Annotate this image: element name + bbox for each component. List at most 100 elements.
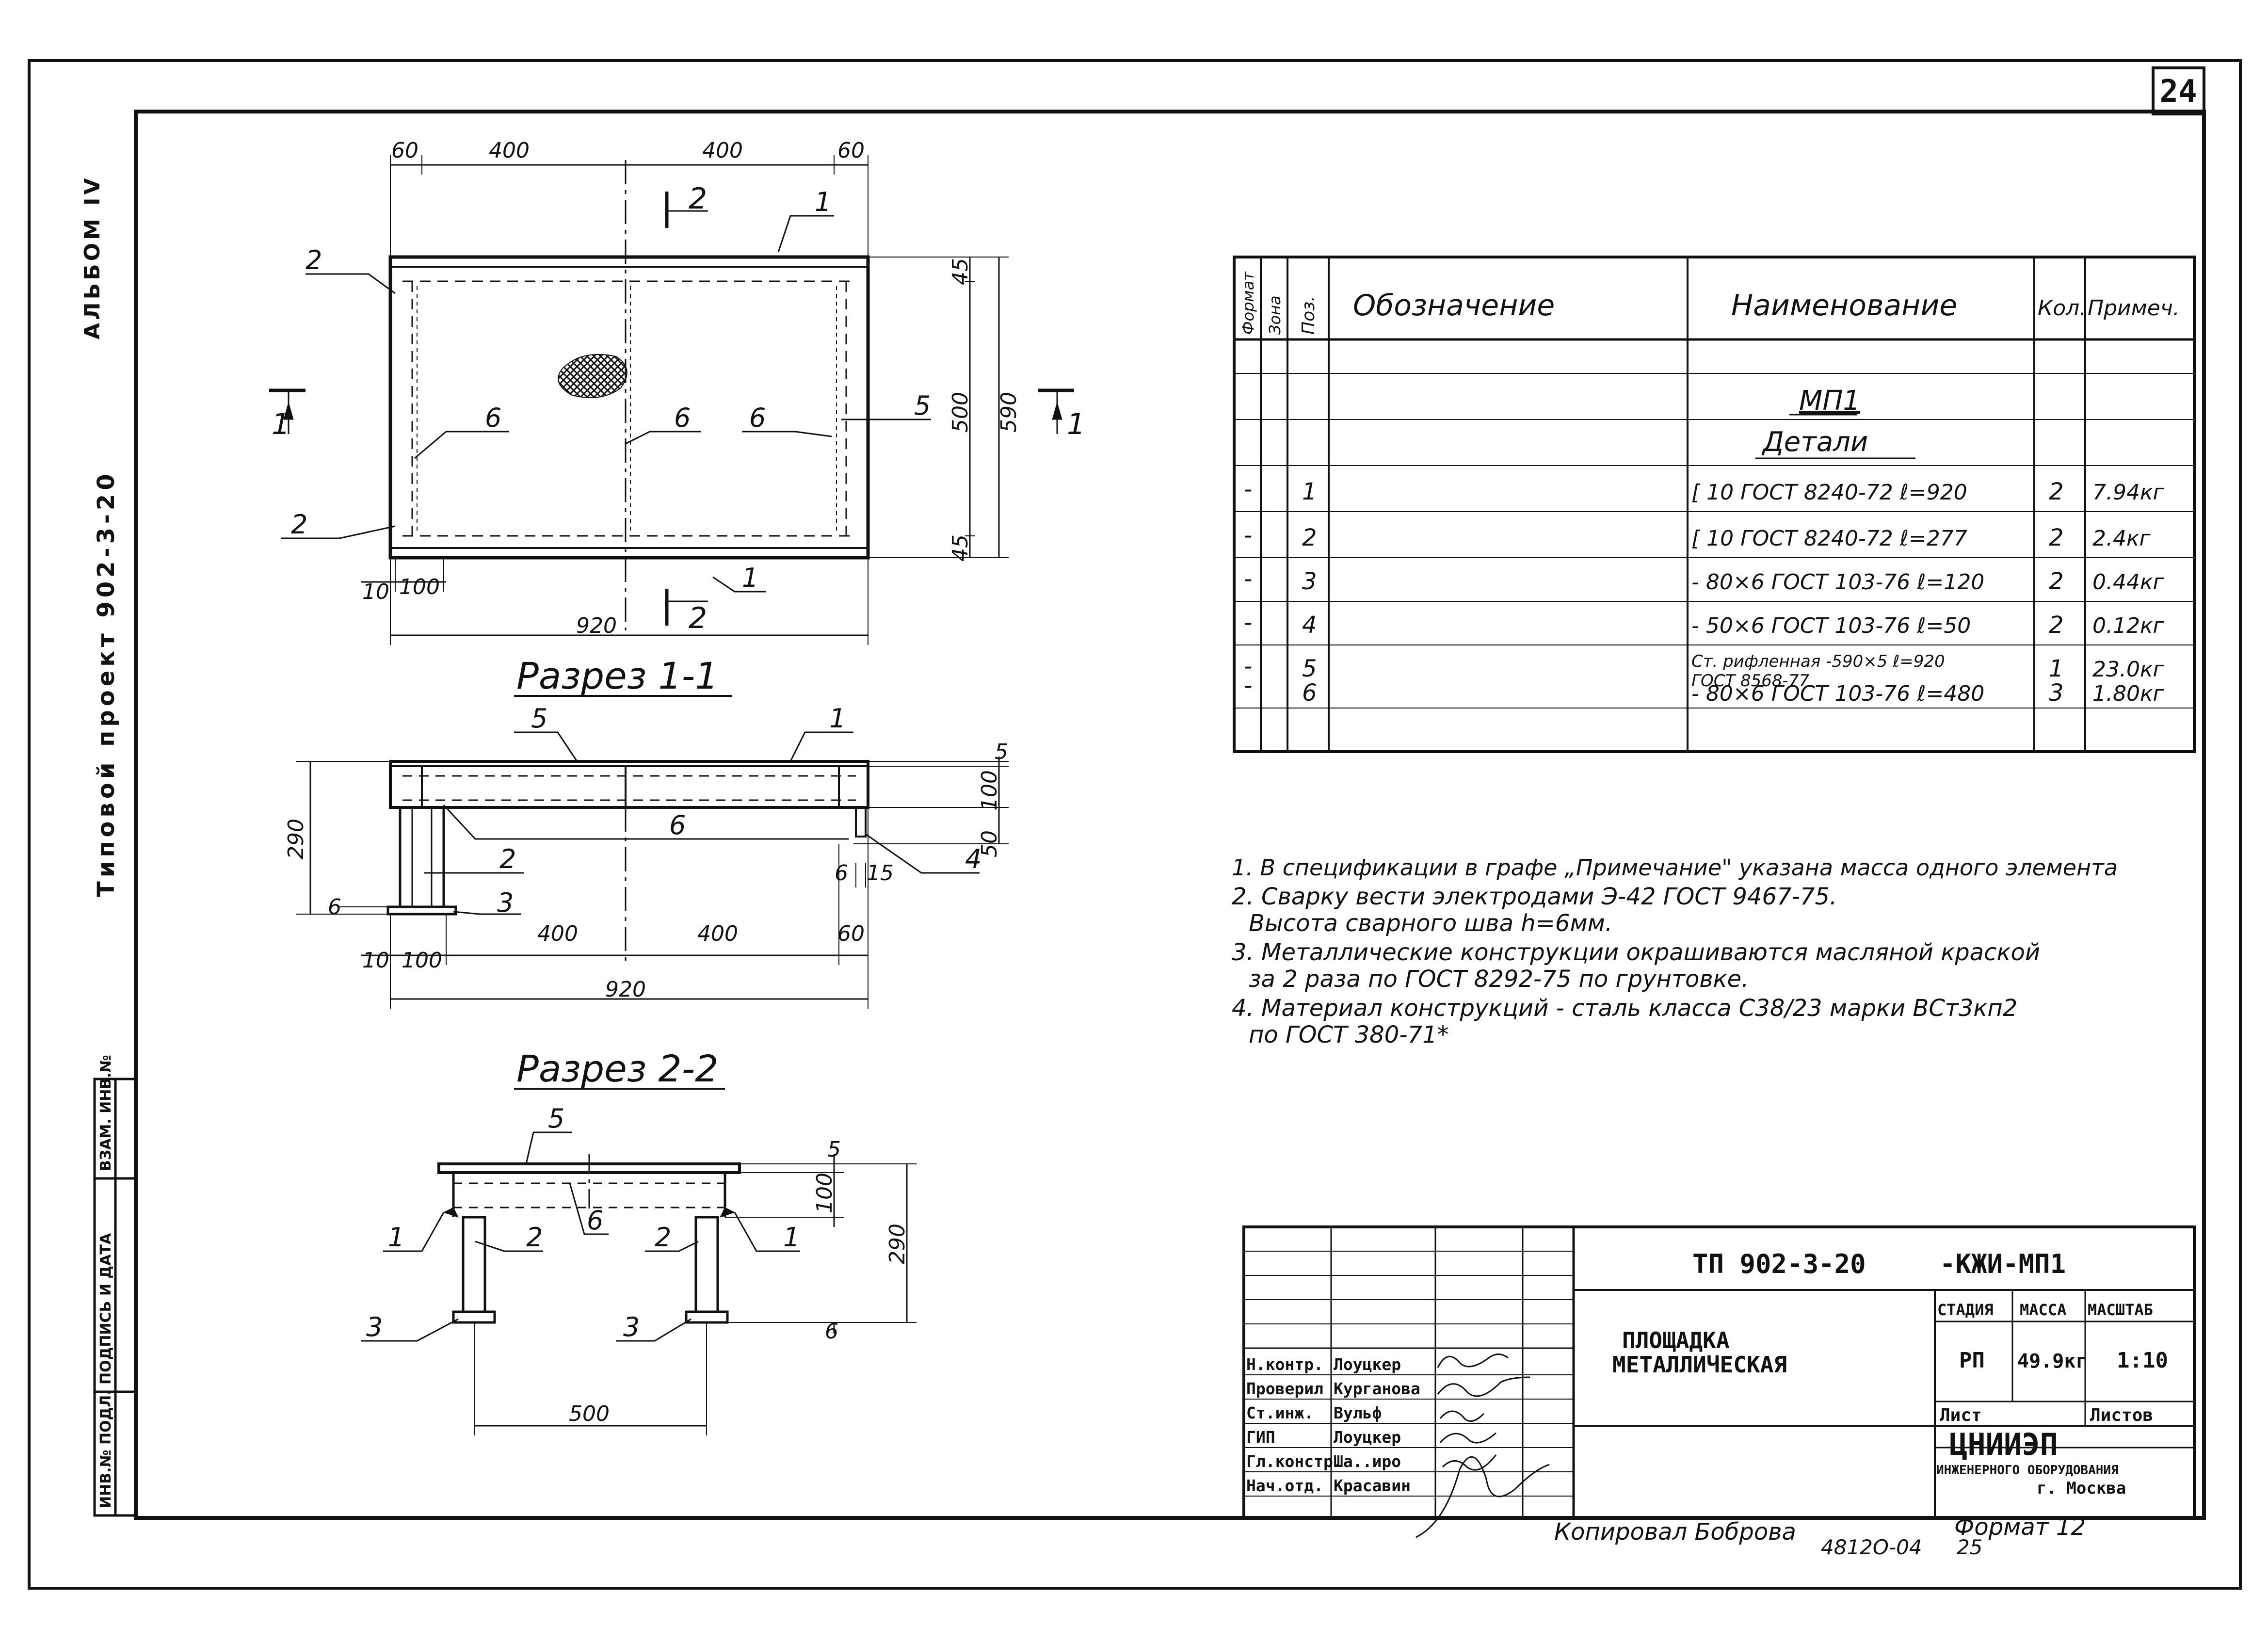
dim-60-right: 60 [837, 138, 865, 163]
col-header-name: Наименование [1731, 289, 1957, 322]
stage-value: РП [1959, 1348, 1985, 1373]
s11-dim-400-a: 400 [537, 921, 578, 946]
plan-callout-6-b: 6 [674, 403, 691, 433]
row-5-qty: 1 [2049, 655, 2064, 682]
stage-header: СТАДИЯ [1937, 1301, 1994, 1319]
s22-dim-5: 5 [827, 1137, 841, 1162]
section-mark-1-left: 1 [272, 407, 290, 441]
dim-400-right: 400 [702, 138, 743, 163]
plan-view [269, 155, 1074, 645]
row-3-qty: 2 [2049, 568, 2064, 595]
stamp-col-3: ВЗАМ. ИНВ.№ [97, 1055, 114, 1171]
row-4-pos: 4 [1302, 612, 1317, 639]
plan-callout-5: 5 [914, 390, 931, 421]
s22-callout-6: 6 [587, 1205, 603, 1236]
dim-45-bottom: 45 [948, 534, 973, 562]
staff-name-1: Лоуцкер [1334, 1355, 1401, 1374]
album-label: АЛЬБОМ IV [80, 175, 105, 339]
section-mark-2-top: 2 [689, 182, 707, 216]
s22-dim-500: 500 [569, 1401, 610, 1426]
section-2-2-title: Разрез 2-2 [516, 1047, 719, 1090]
scale-header: МАСШТАБ [2088, 1301, 2153, 1319]
s11-dim-100: 100 [402, 948, 442, 973]
row-1-pos: 1 [1302, 478, 1317, 505]
row-2-qty: 2 [2049, 524, 2064, 551]
stamp-col-2: ПОДПИСЬ И ДАТА [97, 1233, 114, 1385]
col-header-zone: Зона [1266, 295, 1284, 335]
mass-value: 49.9кг [2017, 1350, 2088, 1372]
staff-role-5: Гл.констр. [1246, 1452, 1343, 1471]
s11-dim-5: 5 [995, 740, 1008, 764]
subgroup-title: Детали [1761, 426, 1868, 458]
s11-dim-6-right: 6 [835, 861, 848, 886]
s11-dim-920: 920 [605, 977, 646, 1002]
dim-60-left: 60 [391, 138, 418, 163]
archive-page: 25 [1957, 1535, 1982, 1559]
title-block-grid [1242, 1225, 2196, 1538]
mass-header: МАССА [2020, 1301, 2066, 1319]
row-5-pos: 5 [1302, 655, 1317, 682]
row-6-note: 1.80кг [2092, 681, 2165, 706]
row-5-note: 23.0кг [2092, 657, 2165, 682]
section-1-1-labels: 10 100 400 400 60 920 5 100 50 290 6 6 1… [284, 703, 1008, 1002]
s11-dim-10: 10 [362, 948, 389, 973]
general-notes: 1. В спецификации в графе „Примечание" у… [1232, 854, 2118, 1048]
group-title: МП1 [1799, 385, 1860, 417]
title-block-staff: Н.контр. Лоуцкер Проверил Курганова Ст.и… [1246, 1355, 1420, 1495]
section-mark-1-right: 1 [1067, 407, 1085, 441]
s11-dim-400-b: 400 [697, 921, 738, 946]
section-1-1-title: Разрез 1-1 [516, 654, 719, 697]
dim-10-b: 10 [362, 580, 389, 604]
row-3-name: - 80×6 ГОСТ 103-76 ℓ=120 [1691, 570, 1984, 595]
s22-callout-1-left: 1 [388, 1222, 404, 1253]
row-1-fmt: - [1244, 476, 1252, 503]
s11-dim-15: 15 [867, 861, 894, 886]
col-header-qty: Кол. [2038, 296, 2086, 321]
staff-name-3: Вульф [1334, 1403, 1382, 1422]
dim-920: 920 [576, 613, 617, 638]
object-name-line-1: ПЛОЩАДКА [1622, 1327, 1730, 1353]
section-2-2-view [361, 1131, 917, 1435]
scale-value: 1:10 [2117, 1348, 2168, 1373]
staff-role-2: Проверил [1246, 1379, 1323, 1398]
s22-dim-6: 6 [825, 1319, 838, 1344]
s11-dim-60: 60 [837, 921, 865, 946]
note-2: 2. Сварку вести электродами Э-42 ГОСТ 94… [1232, 883, 1837, 910]
staff-role-1: Н.контр. [1246, 1355, 1323, 1374]
title-block-text: ТП 902-3-20 -КЖИ-МП1 ПЛОЩАДКА МЕТАЛЛИЧЕС… [1612, 1249, 2168, 1498]
s22-callout-1-right: 1 [783, 1222, 800, 1253]
s22-dim-100: 100 [812, 1173, 837, 1213]
staff-role-4: ГИП [1246, 1428, 1275, 1447]
row-3-fmt: - [1244, 565, 1252, 593]
row-5-name: Ст. рифленная -590×5 ℓ=920 [1691, 652, 1945, 671]
staff-name-4: Лоуцкер [1334, 1428, 1401, 1447]
spec-table-text: Формат Зона Поз. Обозначение Наименовани… [1239, 271, 2180, 707]
col-header-format: Формат [1239, 271, 1257, 335]
row-1-note: 7.94кг [2092, 480, 2165, 505]
row-3-pos: 3 [1302, 568, 1317, 595]
plan-dimensions: 60 400 400 60 45 500 45 590 10 100 920 1… [272, 138, 1085, 638]
dim-590: 590 [997, 392, 1021, 433]
dim-400-left: 400 [489, 138, 530, 163]
staff-name-5: Ша..иро [1334, 1452, 1401, 1471]
s11-callout-2: 2 [499, 844, 516, 874]
note-4b: по ГОСТ 380-71* [1249, 1021, 1449, 1048]
row-6-pos: 6 [1302, 679, 1317, 707]
dim-500: 500 [948, 392, 973, 433]
col-header-note: Примеч. [2088, 296, 2180, 321]
s22-callout-3-left: 3 [366, 1312, 383, 1342]
org-name: ЦНИИЭП [1949, 1427, 2058, 1462]
note-3: 3. Металлические конструкции окрашиваютс… [1232, 939, 2040, 966]
side-labels: АЛЬБОМ IV Типовой проект 902-3-20 [80, 175, 120, 897]
row-4-name: - 50×6 ГОСТ 103-76 ℓ=50 [1691, 613, 1971, 638]
row-6-name: - 80×6 ГОСТ 103-76 ℓ=480 [1691, 681, 1984, 706]
plan-callout-2-bottom: 2 [291, 509, 307, 540]
s11-callout-6: 6 [669, 810, 686, 840]
s22-callout-5: 5 [548, 1103, 564, 1134]
dim-45-top: 45 [948, 258, 973, 285]
s22-callout-3-right: 3 [623, 1312, 640, 1342]
plan-callout-1-top: 1 [815, 187, 831, 217]
row-4-fmt: - [1244, 609, 1252, 636]
section-mark-2-bottom: 2 [689, 601, 707, 635]
